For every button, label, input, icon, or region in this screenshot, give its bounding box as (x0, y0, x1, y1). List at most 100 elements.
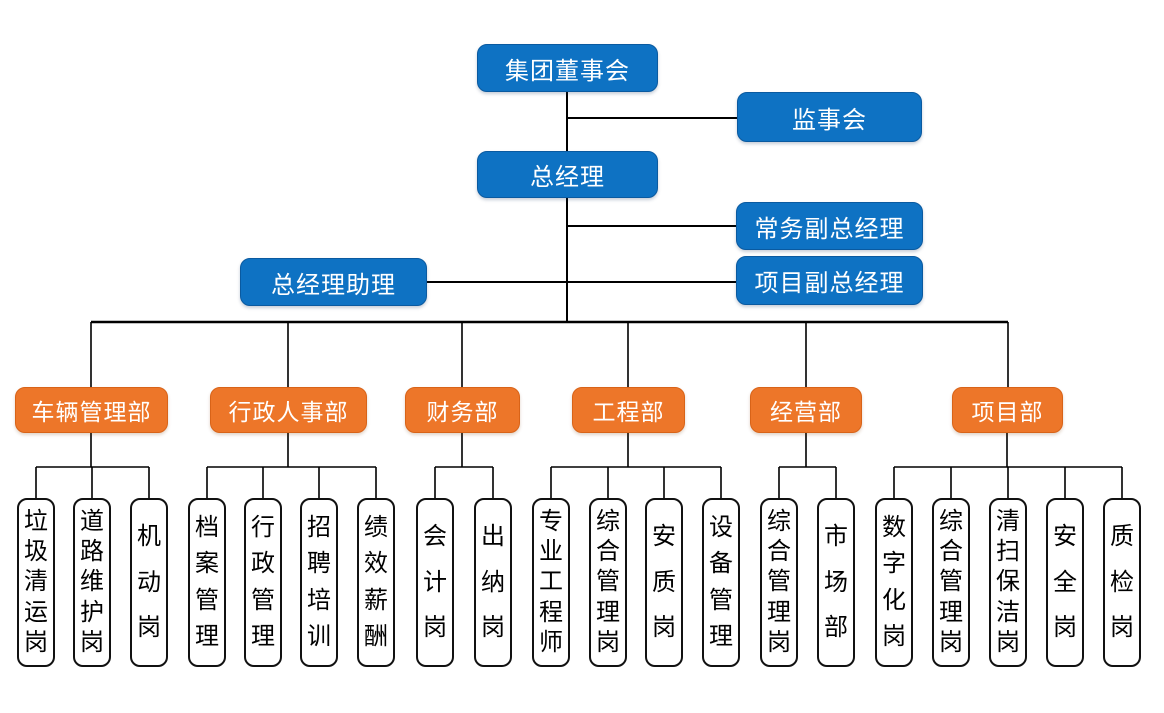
post-accountant: 会计岗 (416, 498, 454, 667)
post-label-char: 管 (767, 568, 791, 596)
post-professional-engineer: 专业工程师 (532, 498, 570, 667)
post-label-char: 圾 (24, 538, 48, 566)
post-label-char: 管 (709, 586, 733, 614)
post-digitalization: 数字化岗 (875, 498, 913, 667)
post-label-char: 理 (195, 622, 219, 650)
post-label-char: 安 (1053, 523, 1077, 551)
post-label-char: 岗 (996, 628, 1020, 656)
node-supervisory-board: 监事会 (737, 92, 922, 142)
post-label-char: 岗 (596, 628, 620, 656)
dept-finance: 财务部 (405, 387, 520, 433)
post-label-char: 扫 (996, 538, 1020, 566)
post-label-char: 化 (882, 586, 906, 614)
dept-engineering: 工程部 (572, 387, 685, 433)
post-label-char: 岗 (423, 613, 447, 641)
post-label-char: 理 (767, 598, 791, 626)
post-label-char: 政 (251, 550, 275, 578)
post-quality-inspection: 质检岗 (1103, 498, 1141, 667)
post-label-char: 管 (195, 586, 219, 614)
post-label-char: 纳 (481, 568, 505, 596)
post-label-char: 理 (939, 598, 963, 626)
post-label-char: 档 (195, 514, 219, 542)
post-label-char: 训 (307, 622, 331, 650)
post-label-char: 质 (652, 568, 676, 596)
post-label-char: 聘 (307, 550, 331, 578)
node-group-board: 集团董事会 (477, 44, 658, 92)
dept-admin-hr: 行政人事部 (210, 387, 367, 433)
post-connectors-engineering (550, 433, 722, 498)
post-connectors-finance (434, 433, 494, 498)
post-label-char: 酬 (364, 622, 388, 650)
post-label-char: 岗 (1053, 613, 1077, 641)
post-label-char: 理 (596, 598, 620, 626)
post-label-char: 机 (137, 523, 161, 551)
post-garbage-collection: 垃圾清运岗 (17, 498, 55, 667)
node-project-deputy-gm: 项目副总经理 (736, 256, 923, 305)
post-label-char: 出 (481, 523, 505, 551)
post-label-char: 岗 (24, 628, 48, 656)
post-label-char: 备 (709, 550, 733, 578)
post-label-char: 岗 (882, 622, 906, 650)
post-connectors-vehicles (35, 433, 150, 498)
post-label-char: 招 (307, 514, 331, 542)
dept-vehicle-management: 车辆管理部 (15, 387, 168, 433)
post-label-char: 洁 (996, 598, 1020, 626)
post-label-char: 动 (137, 568, 161, 596)
post-general-management-project: 综合管理岗 (932, 498, 970, 667)
post-label-char: 理 (251, 622, 275, 650)
post-label-char: 清 (996, 508, 1020, 536)
post-label-char: 岗 (939, 628, 963, 656)
post-label-char: 业 (539, 538, 563, 566)
post-label-char: 专 (539, 508, 563, 536)
post-recruiting-training: 招聘培训 (300, 498, 338, 667)
post-admin-management: 行政管理 (244, 498, 282, 667)
post-label-char: 薪 (364, 586, 388, 614)
post-label-char: 岗 (137, 613, 161, 641)
post-label-char: 岗 (652, 613, 676, 641)
post-label-char: 综 (939, 508, 963, 536)
post-label-char: 路 (80, 538, 104, 566)
dept-operations: 经营部 (750, 387, 862, 433)
post-safety: 安全岗 (1046, 498, 1084, 667)
post-label-char: 效 (364, 550, 388, 578)
node-general-manager: 总经理 (477, 151, 658, 198)
post-label-char: 清 (24, 568, 48, 596)
post-label-char: 维 (80, 568, 104, 596)
post-label-char: 全 (1053, 568, 1077, 596)
post-label-char: 市 (824, 523, 848, 551)
post-label-char: 管 (251, 586, 275, 614)
post-label-char: 综 (596, 508, 620, 536)
post-label-char: 部 (824, 613, 848, 641)
post-label-char: 行 (251, 514, 275, 542)
node-executive-deputy-gm: 常务副总经理 (736, 202, 923, 250)
post-label-char: 师 (539, 628, 563, 656)
post-label-char: 合 (939, 538, 963, 566)
post-label-char: 安 (652, 523, 676, 551)
executive-connectors (427, 92, 737, 322)
post-general-management-operations: 综合管理岗 (760, 498, 798, 667)
post-label-char: 理 (709, 622, 733, 650)
post-label-char: 工 (539, 568, 563, 596)
post-label-char: 合 (596, 538, 620, 566)
post-label-char: 岗 (1110, 613, 1134, 641)
post-label-char: 质 (1110, 523, 1134, 551)
node-gm-assistant: 总经理助理 (240, 258, 427, 306)
post-label-char: 运 (24, 598, 48, 626)
post-archives-management: 档案管理 (188, 498, 226, 667)
post-label-char: 护 (80, 598, 104, 626)
post-label-char: 保 (996, 568, 1020, 596)
post-label-char: 岗 (80, 628, 104, 656)
post-label-char: 岗 (481, 613, 505, 641)
post-market-department: 市场部 (817, 498, 855, 667)
post-connectors-hr (206, 433, 377, 498)
post-label-char: 计 (423, 568, 447, 596)
post-label-char: 检 (1110, 568, 1134, 596)
post-label-char: 设 (709, 514, 733, 542)
post-label-char: 合 (767, 538, 791, 566)
post-label-char: 岗 (767, 628, 791, 656)
post-label-char: 道 (80, 508, 104, 536)
post-safety-quality: 安质岗 (645, 498, 683, 667)
department-drops (90, 322, 1009, 387)
